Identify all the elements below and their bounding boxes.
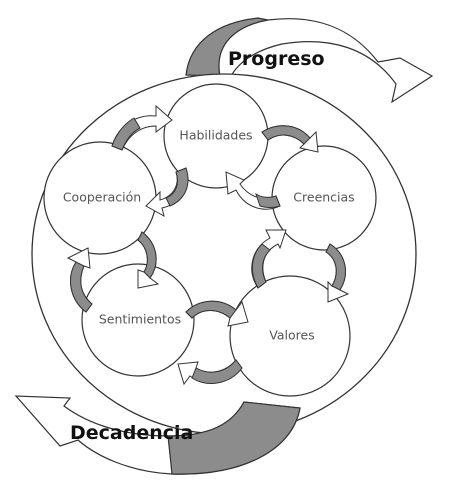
node-label-sentimientos: Sentimientos	[99, 312, 181, 327]
node-label-habilidades: Habilidades	[179, 128, 252, 143]
arrow-cooperacion-habilidades	[111, 104, 173, 151]
arrow-habilidades-cooperacion	[145, 167, 189, 217]
progreso-label: Progreso	[228, 48, 325, 70]
node-circle-valores	[229, 275, 351, 397]
arrow-sentimientos-cooperacion	[66, 247, 93, 313]
arrow-cooperacion-sentimientos	[137, 231, 160, 289]
arrow-valores-sentimientos	[177, 359, 243, 386]
arrow-creencias-habilidades	[225, 171, 281, 210]
arrow-valores-creencias	[251, 229, 287, 289]
node-label-cooperacion: Cooperación	[63, 190, 141, 205]
node-circle-sentimientos	[81, 263, 195, 377]
progreso-arrow	[185, 17, 434, 104]
decadencia-label: Decadencia	[70, 422, 193, 444]
decadencia-arrow	[14, 395, 301, 475]
arrow-sentimientos-valores	[185, 300, 249, 327]
arrow-habilidades-creencias	[261, 125, 319, 153]
node-label-valores: Valores	[269, 328, 314, 343]
node-label-creencias: Creencias	[293, 190, 354, 205]
connector-arrows	[66, 104, 350, 386]
arrow-creencias-valores	[325, 243, 350, 303]
